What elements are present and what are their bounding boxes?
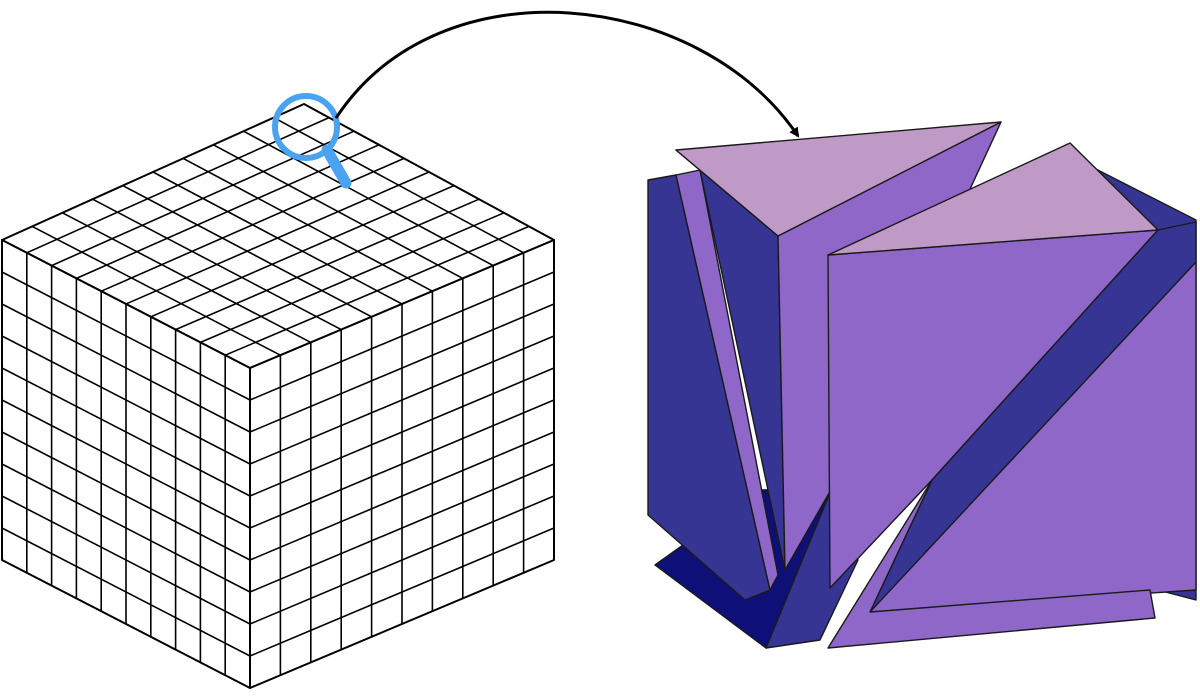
grid-line-top bbox=[122, 184, 372, 318]
grid-line-left bbox=[1, 431, 251, 561]
grid-line-left bbox=[1, 463, 251, 593]
grid-line-top bbox=[92, 198, 342, 331]
shard-left-dark bbox=[647, 174, 771, 601]
grid-line-top bbox=[175, 198, 480, 331]
shard-bottom-medium bbox=[827, 479, 1156, 649]
grid-line-top bbox=[62, 212, 312, 344]
grid-line-left bbox=[1, 527, 251, 657]
shard-left-medium bbox=[675, 169, 779, 591]
grid-cube-lines bbox=[1, 116, 555, 676]
grid-line-right bbox=[249, 495, 555, 625]
fragmented-cube bbox=[647, 121, 1197, 649]
grid-line-left bbox=[1, 399, 251, 529]
grid-line-top bbox=[200, 212, 505, 344]
grid-line-top bbox=[31, 225, 281, 356]
grid-cube bbox=[1, 103, 555, 689]
curved-arrow bbox=[334, 10, 800, 138]
magnifier-handle bbox=[321, 144, 352, 189]
magnifier-lens bbox=[272, 93, 340, 161]
shard-top-light-left bbox=[675, 121, 1002, 237]
shard-top-light-right bbox=[827, 142, 1159, 256]
grid-line-top bbox=[224, 225, 530, 356]
grid-line-top bbox=[152, 171, 403, 305]
grid-line-left bbox=[1, 495, 251, 625]
grid-line-right bbox=[249, 431, 555, 561]
grid-line-right bbox=[249, 399, 555, 529]
grid-line-right bbox=[249, 527, 555, 657]
magnifying-glass-icon bbox=[272, 93, 352, 189]
grid-line-right bbox=[249, 463, 555, 593]
grid-line-top bbox=[150, 184, 455, 318]
